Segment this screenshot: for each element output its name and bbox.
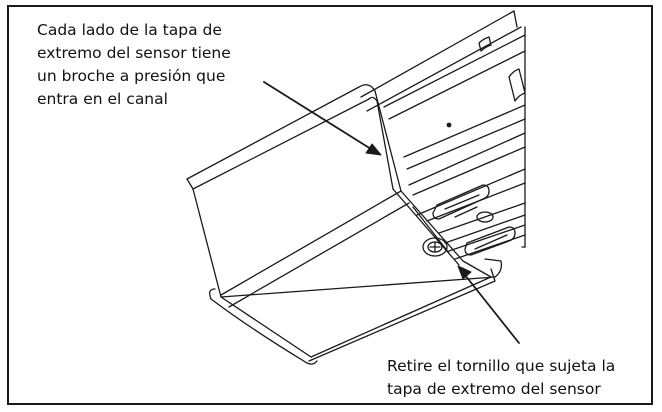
sensor-channel — [360, 10, 526, 260]
callout-line: entra en el canal — [37, 90, 168, 108]
callout-arrow-top — [263, 81, 382, 156]
callout-line: extremo del sensor tiene — [37, 44, 231, 62]
arrow-head — [365, 143, 382, 156]
callout-snap-clip-note: Cada lado de la tapa de extremo del sens… — [37, 19, 231, 111]
arrow-head — [457, 265, 472, 280]
figure-frame: Cada lado de la tapa de extremo del sens… — [7, 5, 653, 405]
callout-line: Cada lado de la tapa de — [37, 21, 222, 39]
mounting-hole — [446, 122, 452, 128]
sensor-end-cap — [186, 84, 503, 365]
callout-line: Retire el tornillo que sujeta la — [387, 357, 616, 375]
callout-line: un broche a presión que — [37, 67, 226, 85]
callout-line: tapa de extremo del sensor — [387, 380, 601, 398]
callout-remove-screw-note: Retire el tornillo que sujeta la tapa de… — [387, 355, 615, 401]
callout-arrow-bottom — [457, 265, 520, 344]
screw-icon — [422, 237, 448, 257]
sensor-end-cap-drawing — [186, 10, 526, 365]
